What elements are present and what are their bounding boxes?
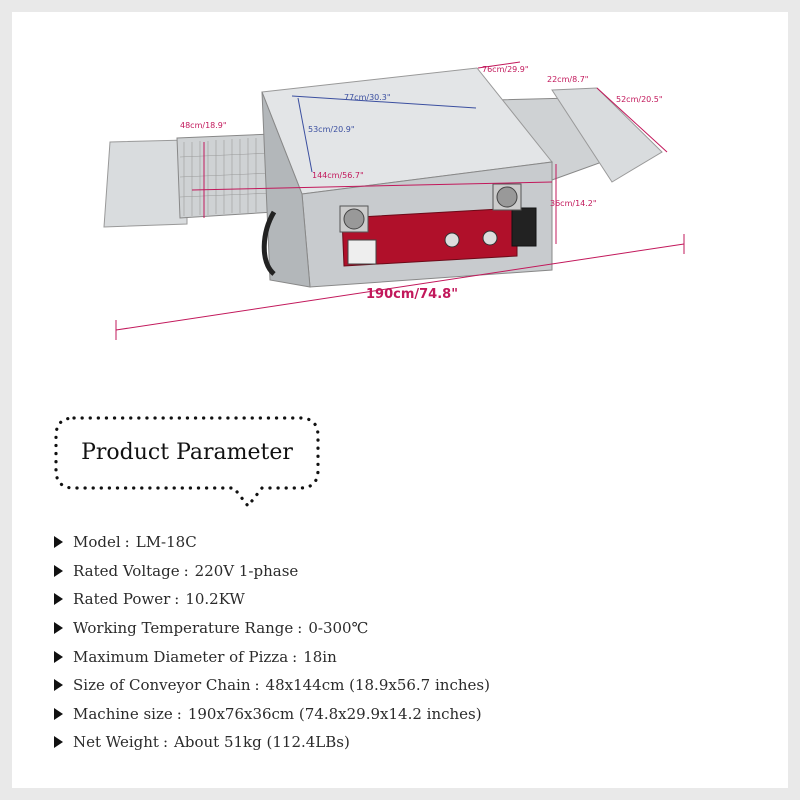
fan-icon — [339, 205, 369, 233]
left-chain-mesh — [179, 138, 273, 216]
switch-box — [511, 207, 537, 247]
param-label: Working Temperature Range — [73, 619, 294, 638]
param-separator: : — [292, 647, 298, 666]
param-label: Machine size — [73, 704, 173, 723]
list-item: Rated Power: 10.2KW — [50, 585, 770, 614]
arrow-right-icon — [54, 707, 63, 720]
param-value: 220V 1-phase — [194, 561, 299, 580]
param-label: Rated Power — [73, 590, 171, 609]
param-value: About 51kg (112.4LBs) — [174, 733, 350, 752]
param-separator: : — [176, 704, 182, 723]
dim-height-label: 36cm/14.2" — [550, 199, 597, 208]
param-value: 190x76x36cm (74.8x29.9x14.2 inches) — [187, 704, 482, 723]
product-figure: 76cm/29.9" 22cm/8.7" 52cm/20.5" 77cm/30.… — [103, 61, 685, 340]
list-item: Working Temperature Range: 0-300℃ — [50, 614, 770, 643]
dim-total-length-label: 190cm/74.8" — [366, 287, 458, 302]
dim-depth-label: 76cm/29.9" — [482, 65, 529, 74]
param-separator: : — [124, 533, 130, 552]
param-separator: : — [254, 676, 260, 695]
dim-chain-length-label: 144cm/56.7" — [312, 171, 364, 180]
arrow-right-icon — [54, 736, 63, 749]
right-tray — [551, 87, 663, 183]
arrow-right-icon — [54, 564, 63, 577]
section-title: Product Parameter — [81, 439, 293, 465]
dim-outer-length-label: 22cm/8.7" — [547, 75, 588, 84]
dimension-lines — [115, 61, 685, 340]
list-item: Model: LM-18C — [50, 528, 770, 557]
product-parameter-list: Model: LM-18C Rated Voltage: 220V 1-phas… — [50, 528, 770, 757]
param-label: Net Weight — [73, 733, 159, 752]
control-panel — [341, 207, 518, 267]
param-value: 18in — [303, 647, 337, 666]
left-conveyor-chain — [176, 133, 275, 219]
arrow-right-icon — [54, 536, 63, 549]
param-separator: : — [183, 561, 189, 580]
dim-tray-width-label: 52cm/20.5" — [616, 95, 663, 104]
param-value: 0-300℃ — [308, 619, 369, 638]
param-label: Rated Voltage — [73, 561, 180, 580]
param-separator: : — [174, 590, 180, 609]
list-item: Rated Voltage: 220V 1-phase — [50, 557, 770, 586]
list-item: Maximum Diameter of Pizza: 18in — [50, 642, 770, 671]
knob-right — [482, 230, 498, 246]
param-label: Size of Conveyor Chain — [73, 676, 251, 695]
left-tray — [103, 139, 188, 228]
list-item: Size of Conveyor Chain: 48x144cm (18.9x5… — [50, 671, 770, 700]
param-separator: : — [297, 619, 303, 638]
param-separator: : — [162, 733, 169, 752]
oven-side — [261, 91, 311, 288]
product-card: 76cm/29.9" 22cm/8.7" 52cm/20.5" 77cm/30.… — [12, 12, 788, 788]
dim-chain-width-label: 48cm/18.9" — [180, 121, 227, 130]
knob-left — [444, 232, 460, 248]
param-value: 10.2KW — [185, 590, 245, 609]
param-value: LM-18C — [135, 533, 197, 552]
list-item: Net Weight: About 51kg (112.4LBs) — [50, 728, 770, 757]
param-value: 48x144cm (18.9x56.7 inches) — [265, 676, 490, 695]
top-dimension-lines — [291, 95, 477, 173]
dim-top-length-label: 77cm/30.3" — [344, 93, 391, 102]
section-heading-bubble: Product Parameter — [52, 414, 322, 514]
arrow-right-icon — [54, 679, 63, 692]
dim-top-width-label: 53cm/20.9" — [308, 125, 355, 134]
power-cord — [261, 210, 277, 276]
arrow-right-icon — [54, 593, 63, 606]
arrow-right-icon — [54, 622, 63, 635]
fan-icon — [492, 183, 522, 211]
param-label: Maximum Diameter of Pizza — [73, 647, 289, 666]
param-label: Model — [73, 533, 121, 552]
list-item: Machine size: 190x76x36cm (74.8x29.9x14.… — [50, 700, 770, 729]
thermostat-dial — [347, 239, 377, 265]
arrow-right-icon — [54, 650, 63, 663]
